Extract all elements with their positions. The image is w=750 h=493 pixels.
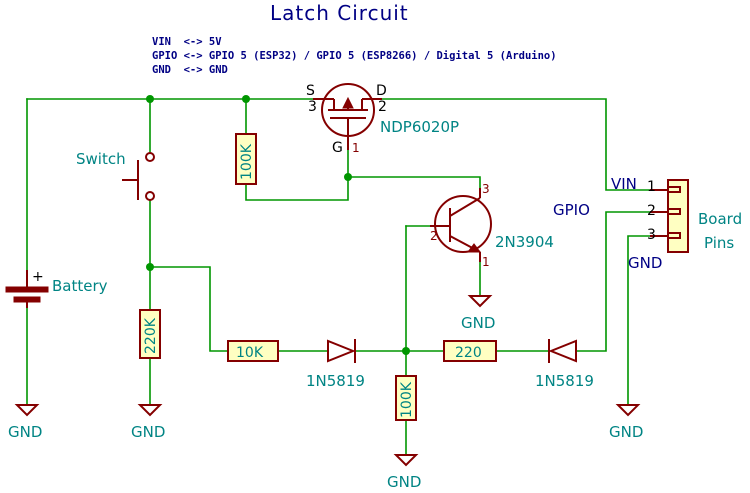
resistor-100k-gate: 100K xyxy=(235,133,257,185)
ground-pulldown-icon xyxy=(393,454,419,467)
battery-plate-short xyxy=(13,296,41,303)
connector-body xyxy=(667,179,689,253)
connector-pin-3: 3 xyxy=(647,227,656,243)
transistor-pin-3: 3 xyxy=(482,182,490,196)
transistor-label: 2N3904 xyxy=(495,233,554,251)
mosfet-pin-d-name: D xyxy=(376,83,387,99)
ground-220k-icon xyxy=(137,404,163,417)
ground-emitter-icon xyxy=(467,295,493,308)
transistor-body xyxy=(434,195,492,253)
mosfet-pin-1: 1 xyxy=(352,141,360,155)
resistor-220-body xyxy=(443,340,497,362)
diode-1: 1N5819 xyxy=(306,339,365,390)
connector-pin-1: 1 xyxy=(647,179,656,195)
connector-label-line1: Board xyxy=(698,210,742,228)
switch: Switch xyxy=(76,150,155,201)
ground-220k: GND xyxy=(131,404,165,441)
ground-connector-label: GND xyxy=(609,423,643,441)
resistor-100k-pulldown-body xyxy=(395,375,417,421)
junctions xyxy=(146,95,410,355)
diode-1-label: 1N5819 xyxy=(306,372,365,390)
switch-contact-bottom xyxy=(145,191,155,201)
diode-2-label: 1N5819 xyxy=(535,372,594,390)
battery: + Battery xyxy=(5,269,108,308)
connector-label-line2: Pins xyxy=(704,234,734,252)
ground-220k-label: GND xyxy=(131,423,165,441)
wire-drain-to-vin xyxy=(381,98,651,191)
connector-slot-2 xyxy=(667,208,681,215)
wire-gate-to-collector xyxy=(347,149,481,189)
diagram-title: Latch Circuit xyxy=(270,1,409,25)
transistor-pin-2: 2 xyxy=(430,229,438,243)
wire-diode2-to-gpio xyxy=(575,211,651,352)
mosfet-ndp6020p: S D G 3 2 1 NDP6020P xyxy=(306,83,459,156)
note-vin: VIN <-> 5V xyxy=(152,36,222,48)
resistor-220-value: 220 xyxy=(455,345,482,361)
connector-slot-3 xyxy=(667,232,681,239)
battery-label: Battery xyxy=(52,277,108,295)
junction-100k-top xyxy=(242,95,250,103)
resistor-220k: 220K xyxy=(139,309,161,359)
transistor-emitter-arrow xyxy=(467,243,481,253)
resistor-10k: 10K xyxy=(227,340,279,362)
ground-battery-icon xyxy=(14,404,40,417)
connector-pin-2: 2 xyxy=(647,203,656,219)
wire-100k-bottom xyxy=(245,176,349,201)
ground-connector: GND xyxy=(609,404,643,441)
battery-plate-long xyxy=(5,286,49,293)
connector-slot-1 xyxy=(667,186,681,193)
ground-connector-icon xyxy=(615,404,641,417)
ground-emitter-label: GND xyxy=(461,314,495,332)
mosfet-pin-2: 2 xyxy=(378,99,387,115)
wire-switch-to-10k xyxy=(149,266,229,352)
net-label-vin: VIN xyxy=(611,175,637,193)
note-gnd: GND <-> GND xyxy=(152,64,228,76)
resistor-10k-value: 10K xyxy=(236,345,264,361)
junction-switch-top xyxy=(146,95,154,103)
resistor-220k-value: 220K xyxy=(143,317,159,354)
wire-conn-gnd xyxy=(627,235,651,406)
note-gpio: GPIO <-> GPIO 5 (ESP32) / GPIO 5 (ESP826… xyxy=(152,50,557,62)
diode-2-triangle xyxy=(548,339,577,363)
resistor-100k-pulldown: 100K xyxy=(395,375,417,421)
resistor-10k-body xyxy=(227,340,279,362)
mosfet-pin-3: 3 xyxy=(308,99,317,115)
ground-emitter: GND xyxy=(461,295,495,332)
mosfet-pin-g-name: G xyxy=(332,140,343,156)
transistor-2n3904: 3 2 1 2N3904 xyxy=(430,182,554,269)
junction-base-node xyxy=(402,347,410,355)
battery-plus-sign: + xyxy=(32,269,44,285)
switch-label: Switch xyxy=(76,150,126,168)
net-label-gpio: GPIO xyxy=(553,201,590,219)
ground-pulldown-label: GND xyxy=(387,473,421,491)
ground-battery: GND xyxy=(8,404,42,441)
resistor-100k-gate-body xyxy=(235,133,257,185)
transistor-collector xyxy=(449,197,481,217)
board-connector: 1 2 3 Board Pins xyxy=(647,179,742,253)
mosfet-label: NDP6020P xyxy=(380,118,459,136)
junction-gate xyxy=(344,173,352,181)
resistor-220: 220 xyxy=(443,340,497,362)
diode-1-triangle xyxy=(327,339,356,363)
resistor-100k-gate-value: 100K xyxy=(239,143,255,180)
ground-pulldown: GND xyxy=(387,454,421,491)
switch-contact-top xyxy=(145,152,155,162)
ground-battery-label: GND xyxy=(8,423,42,441)
junction-switch-bottom xyxy=(146,263,154,271)
resistor-220k-body xyxy=(139,309,161,359)
mosfet-pin-s-name: S xyxy=(306,83,315,99)
resistor-100k-pulldown-value: 100K xyxy=(399,381,415,418)
transistor-pin-1: 1 xyxy=(482,255,490,269)
net-label-gnd: GND xyxy=(628,254,662,272)
diode-2: 1N5819 xyxy=(535,339,594,390)
